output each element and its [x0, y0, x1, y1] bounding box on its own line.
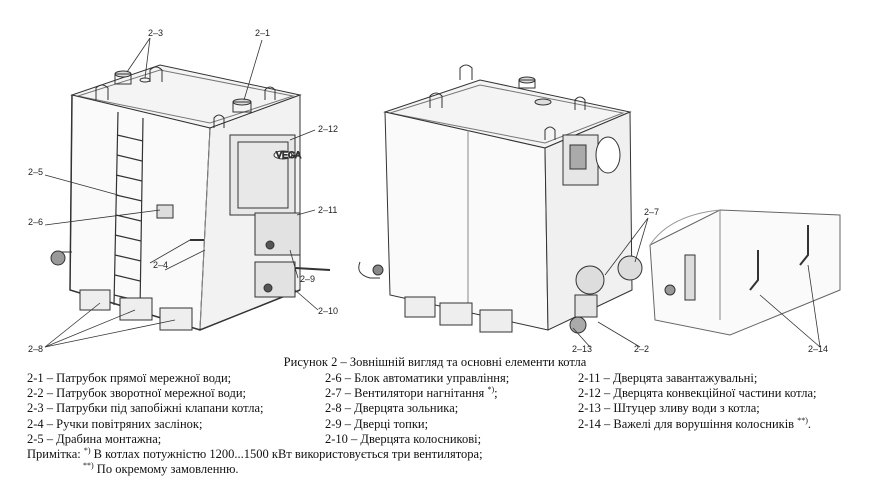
- grate-levers-detail: [649, 209, 841, 336]
- legend-item-end: .: [807, 416, 811, 431]
- note-1: Примітка: *) В котлах потужністю 1200...…: [27, 445, 483, 462]
- boiler-figure: VEGA: [28, 28, 841, 354]
- convection-door-icon: [229, 134, 296, 216]
- label-2-10: 2–10: [318, 306, 338, 316]
- legend-item: 2-2 – Патрубок зворотної мережної води;: [27, 386, 247, 401]
- legend-item: 2-7 – Вентилятори нагнітання *);: [325, 386, 509, 401]
- footnote-mark: *): [83, 445, 91, 455]
- legend-item: 2-9 – Дверці топки;: [325, 416, 429, 431]
- note-text: В котлах потужністю 1200...1500 кВт вико…: [90, 447, 483, 461]
- legend-item: 2-12 – Дверцята конвекційної частини кот…: [578, 386, 817, 401]
- label-2-7: 2–7: [644, 207, 659, 217]
- label-2-1: 2–1: [255, 28, 270, 38]
- fan-icon: [574, 255, 643, 318]
- lever-icon: [749, 225, 809, 291]
- legend-item-end: ;: [494, 386, 498, 401]
- figure-caption: Рисунок 2 – Зовнішній вигляд та основні …: [283, 355, 587, 369]
- boiler-front-view: VEGA: [50, 64, 331, 331]
- legend-item: 2-6 – Блок автоматики управління;: [325, 371, 510, 385]
- legend-item: 2-8 – Дверцята зольника;: [325, 401, 459, 416]
- footnote-mark: *): [487, 385, 495, 395]
- label-2-11: 2–11: [318, 205, 337, 215]
- legend-item-text: 2-14 – Важелі для ворушіння колосників: [578, 416, 798, 431]
- legend-item: 2-11 – Дверцята завантажувальні;: [578, 371, 758, 385]
- note-text: По окремому замовленню.: [93, 462, 239, 476]
- loading-door-icon: [254, 212, 301, 256]
- label-2-8: 2–8: [28, 344, 43, 354]
- legend-column-1: 2-1 – Патрубок прямої мережної води; 2-2…: [27, 371, 263, 447]
- note-prefix: Примітка:: [27, 447, 84, 461]
- legend-item: 2-3 – Патрубки під запобіжні клапани кот…: [27, 401, 264, 416]
- notes: Примітка: *) В котлах потужністю 1200...…: [27, 445, 483, 477]
- label-2-2: 2–2: [634, 344, 649, 354]
- boiler-rear-view: [358, 64, 643, 334]
- control-unit-icon: [156, 204, 174, 219]
- label-2-3: 2–3: [148, 28, 163, 38]
- legend-item: 2-5 – Драбина монтажна;: [27, 431, 162, 446]
- legend-column-2: 2-6 – Блок автоматики управління; 2-7 – …: [325, 371, 509, 447]
- label-2-5: 2–5: [28, 167, 43, 177]
- note-2: **) По окремому замовленню.: [27, 460, 483, 477]
- grate-door-icon: [254, 261, 296, 298]
- legend-item: 2-13 – Штуцер зливу води з котла;: [578, 401, 760, 416]
- legend-item: 2-4 – Ручки повітряних заслінок;: [27, 416, 203, 431]
- legend-column-3: 2-11 – Дверцята завантажувальні; 2-12 – …: [578, 371, 816, 432]
- label-2-14: 2–14: [808, 344, 828, 354]
- brand-logo-text: VEGA: [276, 150, 301, 160]
- legend-item: 2-10 – Дверцята колосникові;: [325, 431, 482, 446]
- label-2-9: 2–9: [300, 274, 315, 284]
- label-2-12: 2–12: [318, 124, 338, 134]
- legend-item-text: 2-7 – Вентилятори нагнітання: [325, 386, 488, 401]
- footnote-mark: **): [83, 460, 94, 470]
- legend-item: 2-1 – Патрубок прямої мережної води;: [27, 371, 232, 385]
- label-2-13: 2–13: [572, 344, 592, 354]
- label-2-6: 2–6: [28, 217, 43, 227]
- label-2-4: 2–4: [153, 260, 168, 270]
- footnote-mark: **): [797, 415, 808, 425]
- legend-item: 2-14 – Важелі для ворушіння колосників *…: [578, 415, 816, 432]
